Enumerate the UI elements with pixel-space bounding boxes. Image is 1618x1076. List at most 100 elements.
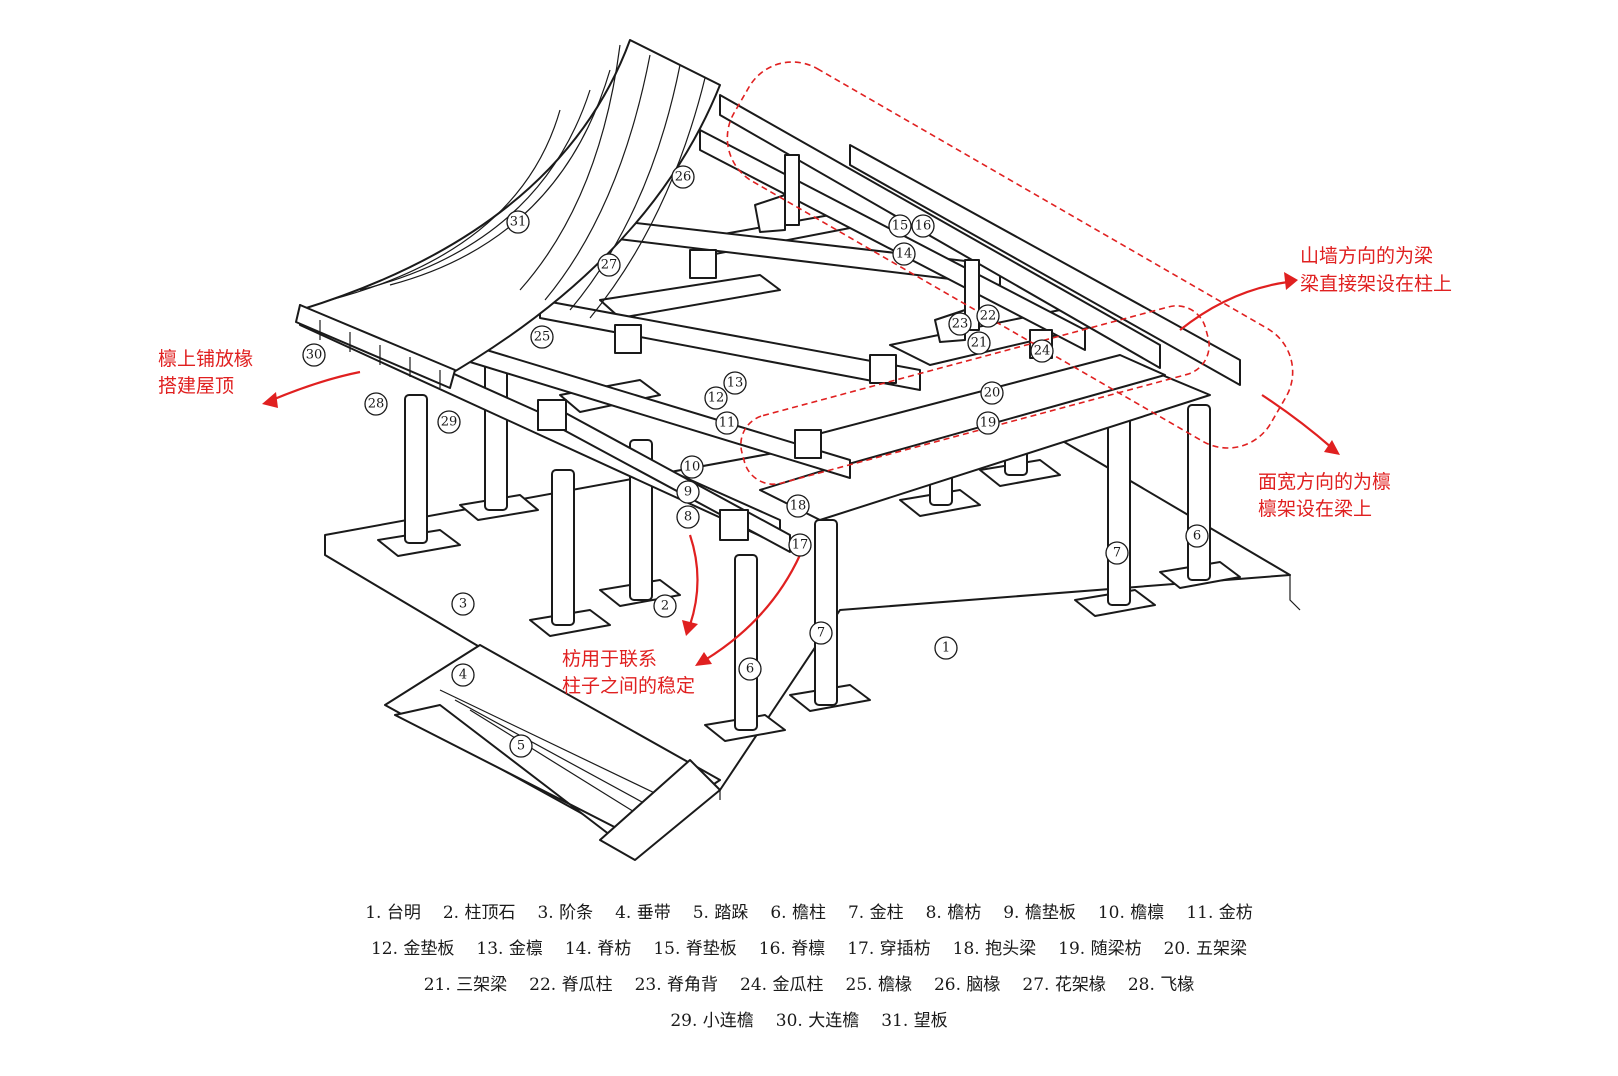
- part-label-20: 20: [980, 381, 1004, 405]
- part-number: 5: [517, 739, 525, 754]
- bay-note-line2: 檩架设在梁上: [1258, 498, 1372, 520]
- legend-item: 17. 穿插枋: [847, 939, 931, 959]
- legend-item: 6. 檐柱: [770, 903, 826, 923]
- part-label-21: 21: [967, 331, 991, 355]
- part-label-5: 5: [509, 734, 533, 758]
- legend-row: 21. 三架梁 22. 脊瓜柱 23. 脊角背 24. 金瓜柱 25. 檐椽 26. 脑椽…: [0, 967, 1618, 1003]
- legend-item: 20. 五架梁: [1163, 939, 1248, 959]
- legend-item: 14. 脊枋: [564, 939, 632, 959]
- part-label-16: 16: [911, 214, 935, 238]
- part-number: 7: [817, 626, 825, 641]
- part-label-14: 14: [892, 242, 916, 266]
- part-number: 23: [952, 317, 969, 332]
- part-label-7: 7: [1105, 541, 1129, 565]
- part-number: 4: [459, 668, 467, 683]
- part-label-28: 28: [364, 392, 388, 416]
- part-number: 29: [441, 415, 458, 430]
- legend-item: 25. 檐椽: [845, 975, 912, 995]
- part-number: 30: [306, 348, 323, 363]
- roof: [295, 39, 721, 389]
- legend-item: 24. 金瓜柱: [740, 975, 824, 995]
- part-number: 6: [746, 662, 754, 677]
- part-number: 22: [980, 309, 997, 324]
- part-label-15: 15: [888, 214, 912, 238]
- legend-item: 19. 随梁枋: [1058, 939, 1142, 959]
- part-number: 15: [892, 219, 909, 234]
- part-number: 13: [727, 376, 744, 391]
- legend-item: 23. 脊角背: [634, 975, 719, 995]
- part-label-2: 2: [653, 594, 677, 618]
- gable-note-line1: 山墙方向的为梁: [1300, 245, 1433, 267]
- part-label-31: 31: [506, 210, 530, 234]
- part-label-12: 12: [704, 386, 728, 410]
- tie-note-line1: 枋用于联系: [562, 648, 657, 670]
- part-number: 31: [510, 215, 527, 230]
- part-label-30: 30: [302, 343, 326, 367]
- part-number: 12: [708, 391, 725, 406]
- legend-item: 15. 脊垫板: [653, 939, 737, 959]
- part-number: 14: [896, 247, 913, 262]
- part-number: 21: [971, 336, 988, 351]
- part-number: 1: [942, 641, 950, 656]
- part-label-3: 3: [451, 592, 475, 616]
- legend-item: 26. 脑椽: [933, 975, 1001, 995]
- legend-item: 4. 垂带: [615, 903, 671, 923]
- legend-item: 28. 飞椽: [1127, 975, 1195, 995]
- part-label-6: 6: [738, 657, 762, 681]
- part-number: 26: [675, 170, 692, 185]
- annotation-texts: 檩上铺放椽 搭建屋顶 山墙方向的为梁 梁直接架设在柱上 面宽方向的为檩 檩架设在…: [158, 245, 1452, 697]
- part-label-29: 29: [437, 410, 461, 434]
- part-number: 10: [684, 460, 701, 475]
- legend-item: 3. 阶条: [537, 903, 594, 923]
- part-number: 7: [1113, 546, 1121, 561]
- part-number: 3: [459, 597, 467, 612]
- legend-item: 18. 抱头梁: [952, 939, 1037, 959]
- part-number: 11: [719, 416, 736, 431]
- part-number: 2: [661, 599, 669, 614]
- part-label-25: 25: [530, 325, 554, 349]
- part-number: 9: [684, 485, 692, 500]
- gable-beam-highlight: [726, 61, 1294, 449]
- part-number: 8: [684, 510, 692, 525]
- part-label-24: 24: [1030, 339, 1054, 363]
- part-number: 16: [915, 219, 932, 234]
- rafters-note-line2: 搭建屋顶: [158, 375, 234, 397]
- struts: [537, 154, 1053, 541]
- part-label-4: 4: [451, 663, 475, 687]
- legend-item: 29. 小连檐: [670, 1011, 754, 1031]
- legend-item: 8. 檐枋: [925, 903, 982, 923]
- part-number: 20: [984, 386, 1001, 401]
- part-label-11: 11: [715, 411, 739, 435]
- part-label-17: 17: [788, 533, 812, 557]
- part-number: 24: [1034, 344, 1051, 359]
- rafters-note-line1: 檩上铺放椽: [158, 348, 253, 370]
- part-label-7: 7: [809, 621, 833, 645]
- legend-item: 12. 金垫板: [370, 939, 455, 959]
- part-number: 28: [368, 397, 385, 412]
- legend-item: 5. 踏跺: [692, 903, 749, 923]
- gable-note-line2: 梁直接架设在柱上: [1300, 273, 1452, 295]
- part-label-1: 1: [934, 636, 958, 660]
- steps: [384, 644, 721, 861]
- bay-note-line1: 面宽方向的为檩: [1258, 471, 1391, 493]
- part-number: 25: [534, 330, 551, 345]
- legend-item: 30. 大连檐: [775, 1011, 860, 1031]
- legend-item: 9. 檐垫板: [1003, 903, 1076, 923]
- part-label-27: 27: [597, 253, 621, 277]
- legend-item: 2. 柱顶石: [442, 903, 516, 923]
- part-label-18: 18: [786, 494, 810, 518]
- legend-item: 10. 檐檩: [1097, 903, 1165, 923]
- legend-item: 22. 脊瓜柱: [529, 975, 613, 995]
- part-label-9: 9: [676, 480, 700, 504]
- part-number: 19: [980, 416, 997, 431]
- part-label-8: 8: [676, 505, 700, 529]
- annotation-arrows: [262, 272, 1340, 666]
- part-label-6: 6: [1185, 524, 1209, 548]
- legend-item: 21. 三架梁: [423, 975, 508, 995]
- legend-item: 27. 花架椽: [1022, 975, 1106, 995]
- part-label-10: 10: [680, 455, 704, 479]
